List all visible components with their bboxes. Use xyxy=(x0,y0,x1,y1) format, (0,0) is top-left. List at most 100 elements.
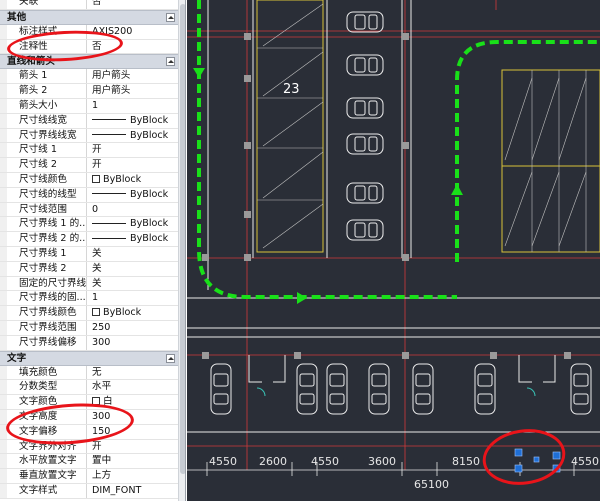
property-row[interactable]: 尺寸线的线型 ByBlock xyxy=(0,187,178,203)
property-value[interactable]: ByBlock xyxy=(89,306,178,320)
property-row[interactable]: 分数类型水平 xyxy=(0,380,178,396)
property-row[interactable]: 文字界外对齐开 xyxy=(0,439,178,455)
collapse-arrow-icon[interactable] xyxy=(166,57,175,67)
property-value[interactable]: 置中 xyxy=(89,454,178,468)
property-row[interactable]: 文字颜色白 xyxy=(0,395,178,410)
property-row[interactable]: 文字样式 DIM_FONT xyxy=(0,484,178,499)
property-value[interactable]: 开 xyxy=(89,158,178,172)
cad-drawing[interactable]: 23 xyxy=(187,0,600,501)
property-value[interactable]: ByBlock xyxy=(89,188,178,202)
property-value-text: 1 xyxy=(92,100,99,111)
property-value-text: 用户箭头 xyxy=(92,70,131,82)
property-value[interactable]: ByBlock xyxy=(89,232,178,246)
property-label: 填充颜色 xyxy=(7,365,87,380)
property-value[interactable]: ByBlock xyxy=(89,129,178,143)
property-value[interactable]: 用户箭头 xyxy=(89,69,178,83)
property-value[interactable]: 开 xyxy=(89,440,178,454)
property-label: 尺寸线的线型 xyxy=(7,187,87,202)
row-gutter xyxy=(0,24,7,39)
row-gutter xyxy=(0,84,7,98)
property-label: 尺寸界线范围 xyxy=(7,321,87,335)
property-value[interactable]: 0 xyxy=(89,203,178,217)
property-value[interactable]: DIM_FONT xyxy=(89,484,178,498)
section-header[interactable]: 其他 xyxy=(0,9,178,25)
row-gutter xyxy=(0,321,7,335)
collapse-arrow-icon[interactable] xyxy=(166,12,175,22)
property-label: 尺寸界线线宽 xyxy=(7,128,87,143)
route-arrows xyxy=(193,68,463,304)
property-value[interactable]: 1 xyxy=(89,291,178,305)
dim-value-1: 4550 xyxy=(209,455,237,468)
section-header[interactable]: 直线和箭头 xyxy=(0,54,178,70)
property-label: 文字样式 xyxy=(7,484,87,498)
property-value[interactable]: 上方 xyxy=(89,469,178,483)
property-value[interactable]: ByBlock xyxy=(89,114,178,128)
section-header[interactable]: 文字 xyxy=(0,350,178,366)
property-value[interactable]: AXIS200 xyxy=(89,25,178,39)
property-value[interactable]: 否 xyxy=(89,0,178,9)
property-row[interactable]: 垂直放置文字上方 xyxy=(0,469,178,484)
properties-scrollbar[interactable] xyxy=(178,0,185,501)
row-gutter xyxy=(0,261,7,276)
row-gutter xyxy=(0,410,7,424)
property-value[interactable]: 关 xyxy=(89,262,178,276)
property-value-text: 否 xyxy=(92,0,102,7)
row-gutter xyxy=(0,335,7,350)
property-row[interactable]: 尺寸界线 1 的...ByBlock xyxy=(0,217,178,233)
property-value[interactable]: 150 xyxy=(89,425,178,439)
scrollbar-thumb[interactable] xyxy=(180,4,185,474)
property-value[interactable]: ByBlock xyxy=(89,217,178,231)
row-gutter xyxy=(0,484,7,498)
property-label: 尺寸线 1 xyxy=(7,143,87,158)
property-value[interactable]: 250 xyxy=(89,321,178,335)
property-value[interactable]: ByBlock xyxy=(89,173,178,187)
collapse-arrow-icon[interactable] xyxy=(166,353,175,363)
property-value-text: ByBlock xyxy=(130,218,169,230)
property-row[interactable]: 尺寸界线的固...1 xyxy=(0,291,178,307)
property-value[interactable]: 用户箭头 xyxy=(89,84,178,98)
property-value[interactable]: 1 xyxy=(89,99,178,113)
property-value[interactable]: 白 xyxy=(89,395,178,409)
row-gutter xyxy=(0,0,7,9)
property-row[interactable]: 注释性否 xyxy=(0,39,178,55)
property-value-text: DIM_FONT xyxy=(92,485,142,496)
property-value[interactable]: 关 xyxy=(89,247,178,261)
property-value[interactable]: 开 xyxy=(89,143,178,157)
color-swatch-icon xyxy=(92,397,100,406)
property-value-text: ByBlock xyxy=(130,188,169,200)
row-gutter xyxy=(0,469,7,483)
linetype-sample-icon xyxy=(92,237,126,239)
property-row[interactable]: 固定的尺寸界线关 xyxy=(0,276,178,292)
property-row[interactable]: 尺寸界线 2 的...ByBlock xyxy=(0,232,178,247)
property-value[interactable]: 关 xyxy=(89,277,178,291)
selection-grips[interactable] xyxy=(514,448,561,473)
drawing-canvas[interactable]: 23 xyxy=(187,0,600,501)
property-value[interactable]: 水平 xyxy=(89,380,178,394)
property-value[interactable]: 300 xyxy=(89,410,178,424)
cars-top xyxy=(346,11,384,241)
property-value[interactable]: 无 xyxy=(89,366,178,380)
property-row[interactable]: 水平放置文字置中 xyxy=(0,454,178,470)
property-value[interactable]: 300 xyxy=(89,336,178,350)
property-row[interactable]: 填充颜色无 xyxy=(0,365,178,381)
property-value[interactable]: 否 xyxy=(89,40,178,54)
property-row[interactable]: 关联否 xyxy=(0,0,178,10)
property-label: 分数类型 xyxy=(7,380,87,395)
